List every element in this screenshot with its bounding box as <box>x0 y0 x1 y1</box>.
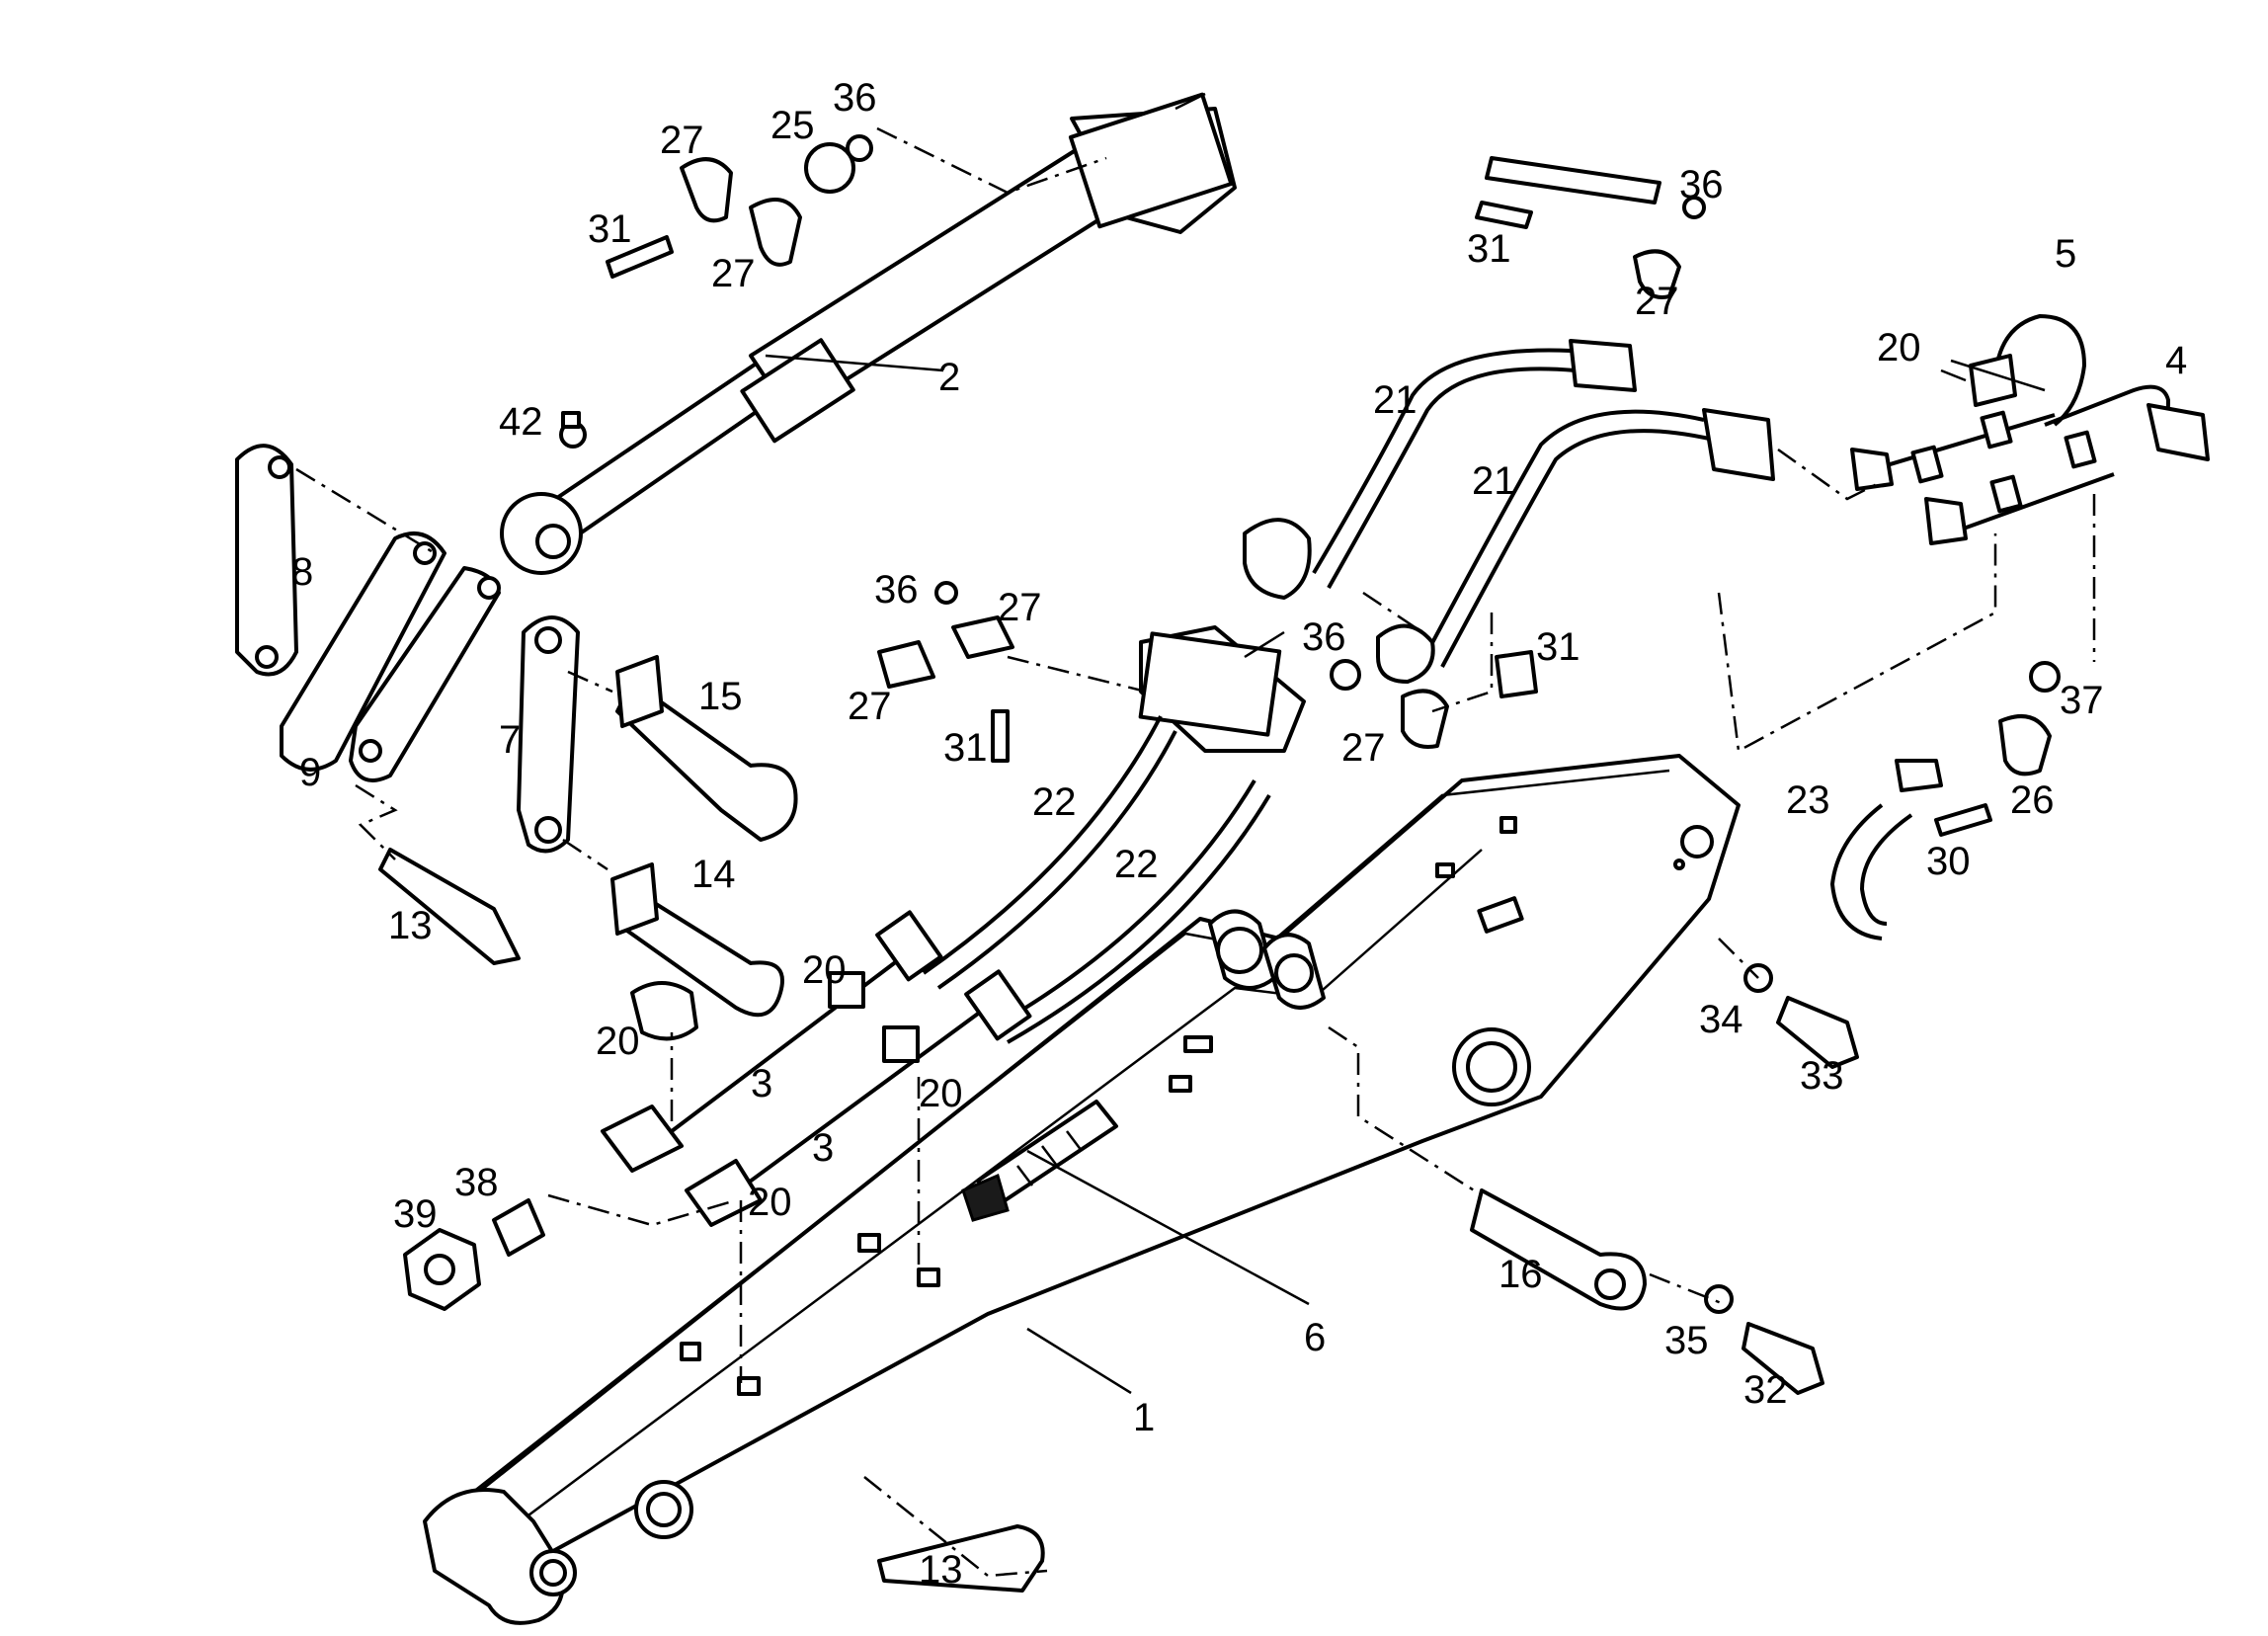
callout-16: 16 <box>1498 1253 1543 1296</box>
callout-32: 32 <box>1743 1368 1788 1412</box>
callout-20e: 20 <box>1877 326 1921 369</box>
hydraulic-cylinder <box>500 92 1237 575</box>
callout-20a: 20 <box>802 948 847 992</box>
callout-22b: 22 <box>1114 843 1159 886</box>
left-linkage <box>235 444 1045 1593</box>
callout-9: 9 <box>299 751 321 794</box>
callout-21b: 21 <box>1472 459 1516 503</box>
boom-arm <box>423 754 1741 1625</box>
callout-27d: 27 <box>998 586 1042 629</box>
callout-34: 34 <box>1699 998 1743 1041</box>
callout-27a: 27 <box>660 119 704 162</box>
callout-31c: 31 <box>1536 625 1580 669</box>
callout-30: 30 <box>1926 840 1971 883</box>
callout-36d: 36 <box>1302 615 1346 659</box>
callout-20b: 20 <box>596 1020 640 1063</box>
callout-27c: 27 <box>1635 280 1679 323</box>
callout-labels: 1 2 3 3 4 5 6 7 8 9 13 13 14 15 16 20 20… <box>291 76 2187 1592</box>
callout-36c: 36 <box>874 568 919 612</box>
callout-25: 25 <box>770 104 815 147</box>
callout-36b: 36 <box>1679 163 1724 206</box>
callout-35: 35 <box>1664 1319 1709 1362</box>
callout-1: 1 <box>1133 1396 1155 1439</box>
callout-31b: 31 <box>1467 227 1511 271</box>
callout-27b: 27 <box>711 252 756 295</box>
callout-15: 15 <box>698 675 743 718</box>
callout-13b: 13 <box>919 1548 963 1592</box>
callout-3b: 3 <box>812 1126 834 1170</box>
center-valve-block <box>922 625 1306 1044</box>
callout-27e: 27 <box>848 685 892 728</box>
leader-lines <box>295 126 2096 1578</box>
callout-23: 23 <box>1786 778 1830 822</box>
callout-13a: 13 <box>388 904 433 947</box>
callout-31a: 31 <box>588 207 632 251</box>
callout-33: 33 <box>1800 1054 1844 1098</box>
callout-21a: 21 <box>1373 378 1418 422</box>
callout-7: 7 <box>499 718 521 762</box>
callout-20d: 20 <box>748 1181 792 1224</box>
callout-26: 26 <box>2010 778 2055 822</box>
callout-36a: 36 <box>833 76 877 120</box>
callout-3a: 3 <box>751 1062 772 1105</box>
callout-31d: 31 <box>943 726 988 770</box>
callout-5: 5 <box>2055 232 2076 276</box>
callout-6: 6 <box>1304 1316 1326 1359</box>
callout-37: 37 <box>2060 679 2104 722</box>
callout-42: 42 <box>499 400 543 444</box>
right-hose-group <box>1243 313 2210 684</box>
callout-20c: 20 <box>919 1072 963 1115</box>
callout-4: 4 <box>2165 339 2187 382</box>
callout-14: 14 <box>691 853 736 896</box>
callout-8: 8 <box>291 550 313 594</box>
callout-2: 2 <box>938 356 960 399</box>
fasteners <box>606 134 2061 1395</box>
callout-27f: 27 <box>1341 726 1386 770</box>
callout-38: 38 <box>454 1161 499 1204</box>
callout-22a: 22 <box>1032 780 1077 824</box>
callout-39: 39 <box>393 1192 438 1236</box>
